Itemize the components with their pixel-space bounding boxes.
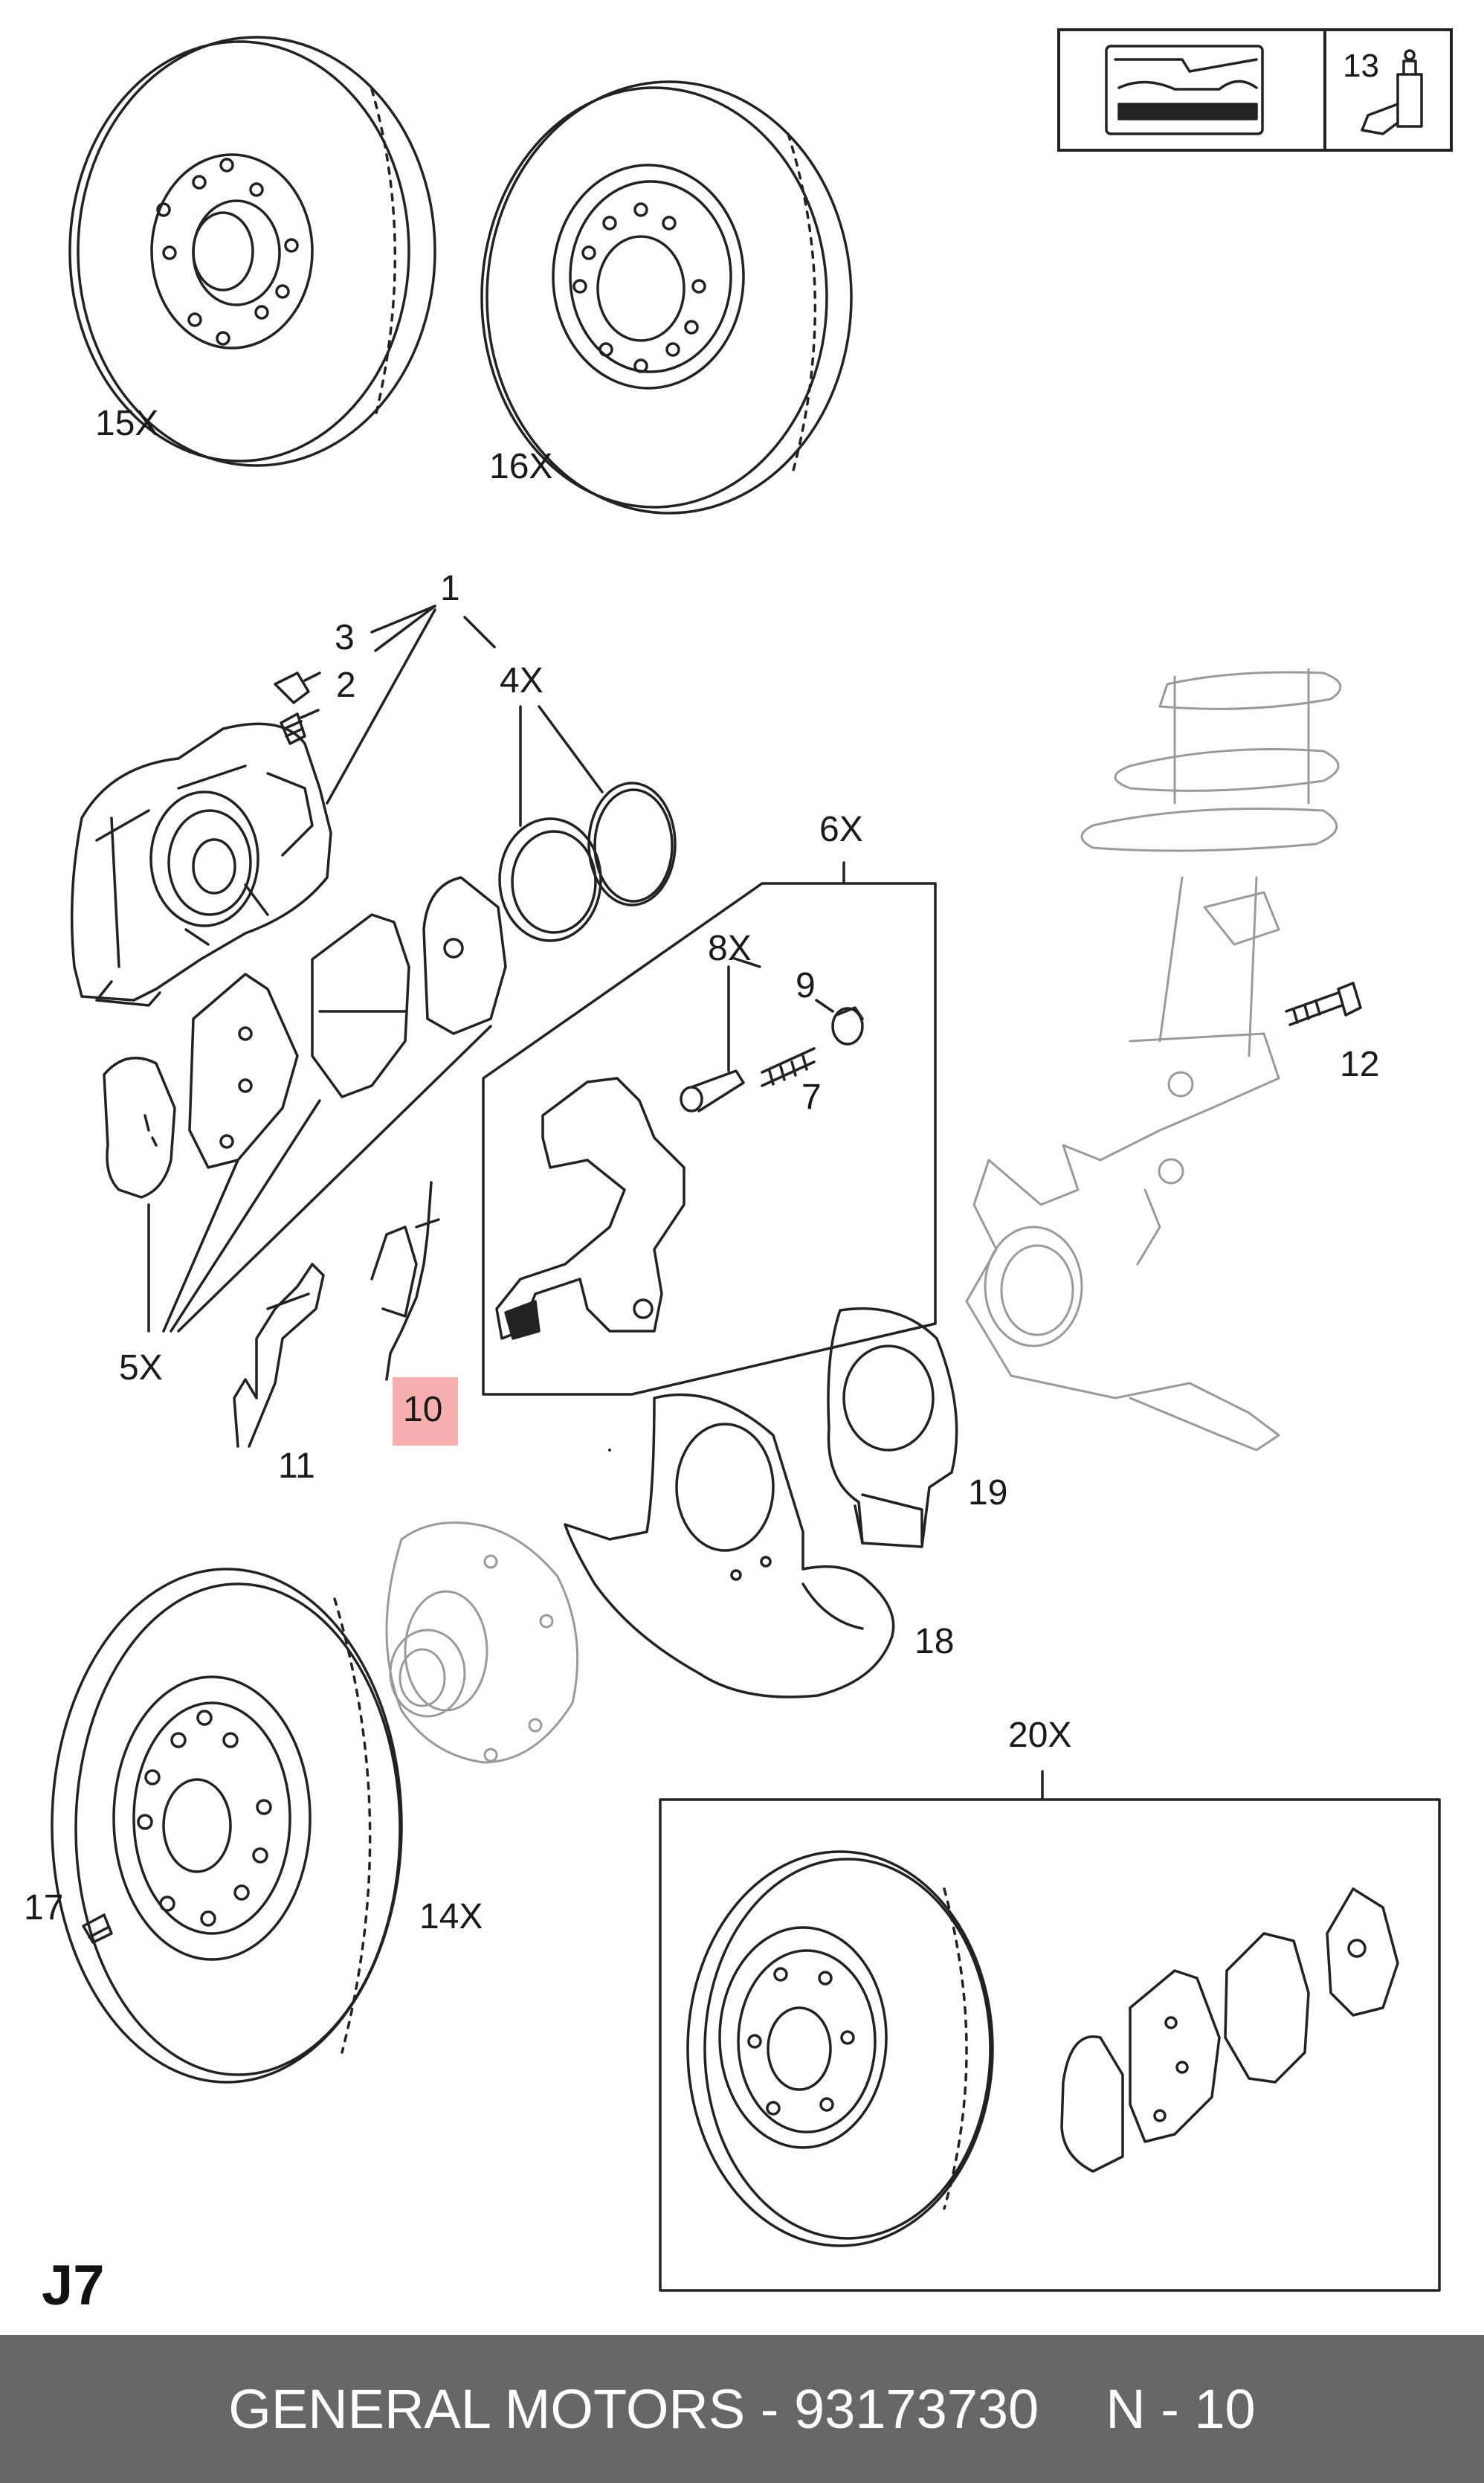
callout-3: 3 <box>335 618 355 657</box>
anti-rattle-spring-10 <box>370 1181 440 1381</box>
brake-disc-16x <box>480 80 853 515</box>
callout-18: 18 <box>914 1622 955 1661</box>
callout-6x: 6X <box>819 810 863 849</box>
callout-4x: 4X <box>500 661 543 701</box>
brake-kit-box <box>659 1770 1441 2292</box>
kit-disc-20x <box>686 1850 994 2247</box>
callout-12: 12 <box>1340 1045 1380 1084</box>
tool-box-divider <box>1323 31 1326 149</box>
callout-2: 2 <box>336 666 356 705</box>
brake-caliper-assembly <box>70 722 332 1007</box>
footer-brand-part-number: GENERAL MOTORS - 93173730 <box>228 2378 1039 2440</box>
anti-rattle-spring-11 <box>233 1263 325 1448</box>
screw-17 <box>82 1913 113 1944</box>
callout-1: 1 <box>440 569 460 608</box>
leader-lines-1 <box>300 605 604 827</box>
leader-lines-5x <box>147 1025 492 1333</box>
tool-info-box: 13 <box>1057 28 1453 152</box>
brake-pads-5x <box>103 876 507 1199</box>
callout-17: 17 <box>24 1888 64 1928</box>
callout-20x: 20X <box>1008 1716 1072 1755</box>
callout-9: 9 <box>796 966 816 1005</box>
brake-disc-14x <box>51 1568 403 2084</box>
highlight-item-10 <box>393 1377 458 1446</box>
manual-book-icon <box>1105 45 1264 135</box>
callout-8x: 8X <box>708 929 752 968</box>
page-code: J7 <box>42 2254 105 2317</box>
guide-pin-8x <box>680 1069 745 1112</box>
splash-shield-19 <box>827 1307 958 1548</box>
callout-7: 7 <box>801 1078 822 1117</box>
brake-disc-15x <box>68 36 436 467</box>
callout-14x: 14X <box>419 1897 483 1936</box>
callout-15x: 15X <box>95 404 159 443</box>
dust-cap-9 <box>831 1006 864 1046</box>
caliper-carrier-box <box>482 861 937 1396</box>
guide-bolt-7 <box>761 1047 816 1087</box>
callout-10: 10 <box>403 1390 443 1429</box>
strut-knuckle-assembly <box>965 668 1342 1452</box>
caliper-carrier-bracket <box>495 1077 685 1340</box>
kit-brake-pads <box>1060 1887 1399 2173</box>
piston-seal <box>498 782 677 942</box>
callout-5x: 5X <box>119 1348 163 1388</box>
wheel-hub <box>385 1521 579 1764</box>
callout-16x: 16X <box>489 447 553 486</box>
footer-page-ref: N - 10 <box>1106 2378 1256 2440</box>
lubricant-bottle-icon <box>1361 49 1423 135</box>
brake-shield-18 <box>564 1393 895 1698</box>
callout-11: 11 <box>278 1446 315 1486</box>
footer-bar: GENERAL MOTORS - 93173730 N - 10 <box>0 2335 1484 2483</box>
bolt-12 <box>1285 982 1362 1026</box>
stray-dot <box>608 1449 611 1452</box>
callout-19: 19 <box>968 1473 1008 1513</box>
bleeder-screw <box>274 672 310 745</box>
tool-item-number: 13 <box>1343 48 1379 84</box>
leader-lines-6x <box>727 956 834 1072</box>
